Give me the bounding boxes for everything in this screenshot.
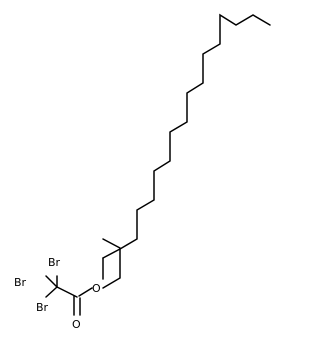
- ester-oxygen-label: O: [92, 282, 101, 295]
- methyl-branch-bond: [102, 238, 121, 249]
- carbon-to-bromine-bottom-bond: [45, 286, 58, 298]
- molecule-canvas: Br Br Br O O: [14, 13, 271, 331]
- bromine-label-left: Br: [14, 276, 27, 289]
- tribromomethyl-group: [45, 275, 58, 298]
- oxygen-to-carbonyl-bond: [78, 287, 93, 297]
- ester-group: [56, 257, 104, 316]
- structure-drawing: Br Br Br O O: [14, 13, 271, 331]
- carbon-to-bromine-left-bond: [45, 275, 58, 288]
- bromine-label-top: Br: [48, 256, 61, 269]
- chain-to-methine-bond: [102, 248, 121, 259]
- alkyl-chain: [102, 13, 271, 289]
- carbonyl-to-tribromo-carbon-bond: [56, 286, 78, 298]
- chain-backbone: [102, 13, 271, 289]
- carbonyl-oxygen-label: O: [72, 318, 81, 331]
- bromine-label-bottom: Br: [36, 301, 49, 314]
- atom-labels: Br Br Br O O: [14, 256, 101, 331]
